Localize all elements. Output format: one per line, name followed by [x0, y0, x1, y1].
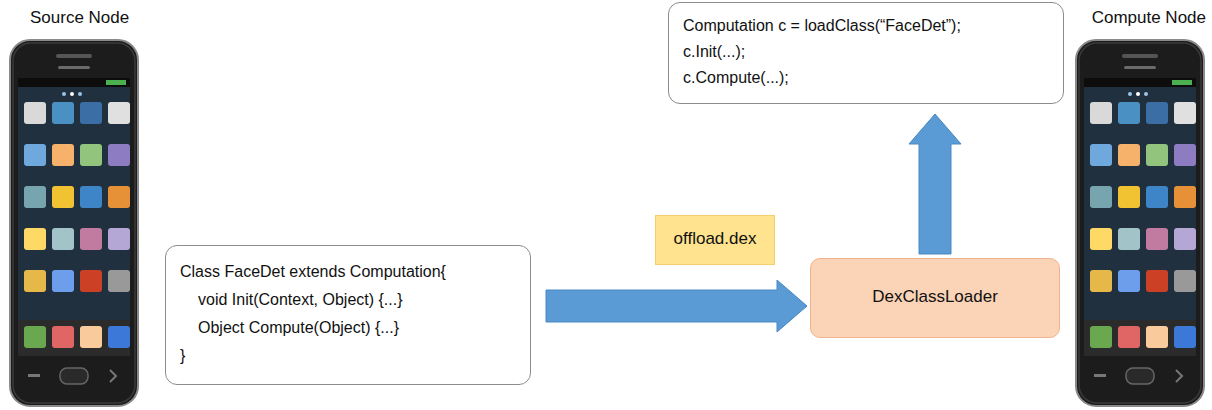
file-box: offload.dex [655, 215, 775, 265]
node-caption: Compute Node [1092, 8, 1206, 28]
node-caption: Source Node [30, 8, 129, 28]
node-text: void Init(Context, Object) {...} [198, 286, 516, 314]
node-text: Computation c = loadClass(“FaceDet”); [683, 13, 1049, 39]
block-arrow [546, 280, 807, 332]
node-text: c.Init(...); [683, 39, 1049, 65]
phone-illustration [1076, 40, 1204, 406]
block-arrow [909, 114, 961, 254]
node-text: Object Compute(Object) {...} [198, 314, 516, 342]
loader-box: DexClassLoader [810, 258, 1060, 338]
node-text: DexClassLoader [823, 286, 1047, 308]
node-text: c.Compute(...); [683, 65, 1049, 91]
node-text: Class FaceDet extends Computation{ [180, 258, 516, 286]
node-text: offload.dex [666, 228, 764, 250]
code-box: Computation c = loadClass(“FaceDet”);c.I… [668, 2, 1064, 104]
code-box: Class FaceDet extends Computation{void I… [165, 245, 531, 385]
phone-illustration [10, 40, 138, 406]
node-text: } [180, 342, 516, 370]
